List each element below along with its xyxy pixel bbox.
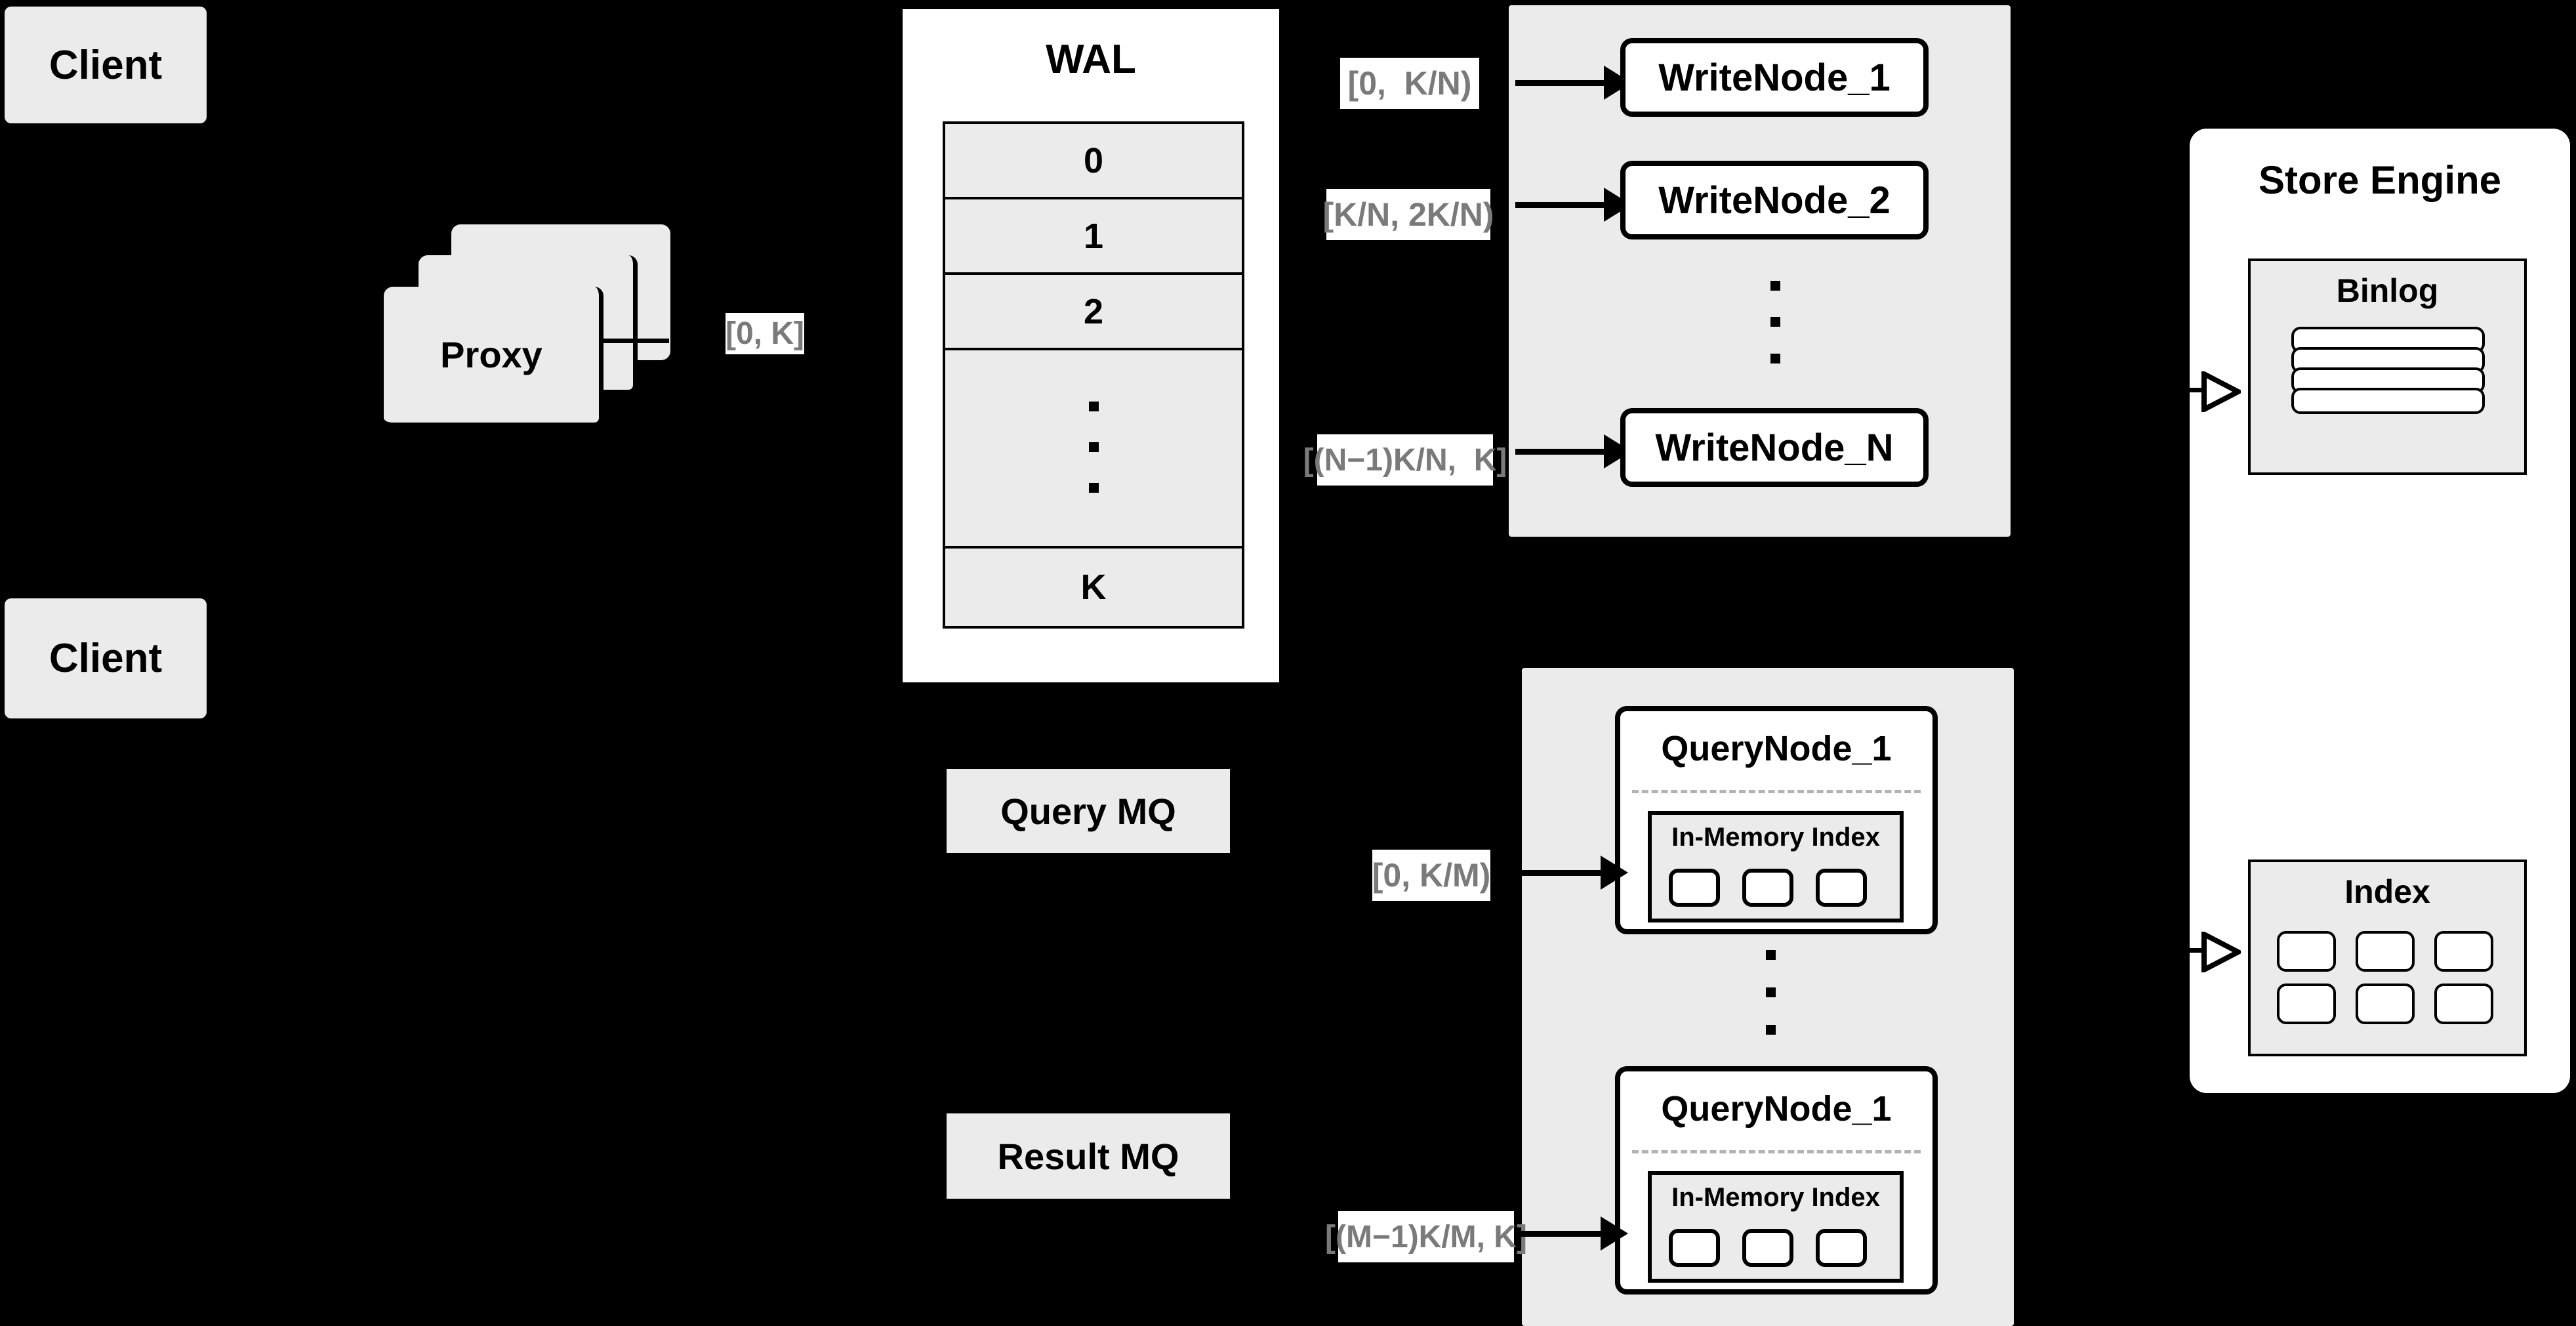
vertical-ellipsis-dot (1089, 483, 1099, 493)
write-node-n-label: WriteNode_N (1655, 426, 1894, 469)
query-mq-label: Query MQ (1000, 790, 1176, 832)
wal-row-ellipsis (945, 350, 1242, 549)
client-box-1[interactable]: Client (5, 7, 207, 123)
query-node-1-title: QueryNode_1 (1661, 729, 1892, 768)
range-chip-write-node-n: [(N−1)K/N, K] (1303, 434, 1507, 486)
query-mq-box[interactable]: Query MQ (947, 769, 1230, 853)
index-cell[interactable] (2434, 931, 2493, 972)
client-label-1: Client (49, 42, 163, 88)
in-memory-index-slot[interactable] (1816, 869, 1867, 907)
arrow-head-binlog-hollow-icon (2201, 371, 2241, 412)
query-node-m-separator (1632, 1150, 1921, 1153)
vertical-ellipsis-dot (1766, 950, 1776, 960)
write-node-1-label: WriteNode_1 (1658, 56, 1891, 99)
wal-row-label: 1 (1083, 216, 1104, 256)
in-memory-index-slot[interactable] (1669, 869, 1720, 907)
wal-row-label: K (1080, 567, 1107, 607)
range-chip-write-node-1: [0, K/N) (1340, 58, 1479, 109)
index-cell[interactable] (2434, 984, 2493, 1024)
query-node-1-separator (1632, 790, 1921, 793)
vertical-ellipsis-dot (1766, 987, 1776, 997)
wal-table: 0 1 2 K (943, 121, 1244, 629)
vertical-ellipsis-dot (1089, 442, 1099, 452)
in-memory-index-slot[interactable] (1742, 869, 1793, 907)
binlog-panel: Binlog (2248, 259, 2527, 475)
wal-row-label: 2 (1083, 291, 1104, 331)
write-node-2-label: WriteNode_2 (1658, 178, 1891, 222)
vertical-ellipsis-dot (1089, 402, 1099, 411)
write-node-1[interactable]: WriteNode_1 (1620, 38, 1929, 117)
client-box-2[interactable]: Client (5, 598, 207, 718)
query-node-1[interactable]: QueryNode_1 In-Memory Index (1615, 706, 1938, 934)
query-node-m-title: QueryNode_1 (1661, 1089, 1892, 1129)
arrow-line-write-node-n (1515, 449, 1604, 455)
range-chip-write-node-2-text: [K/N, 2K/N) (1322, 196, 1494, 233)
index-cell[interactable] (2356, 984, 2415, 1024)
in-memory-index-m: In-Memory Index (1648, 1171, 1904, 1283)
arrow-head-index-hollow-icon (2201, 932, 2241, 972)
arrow-line-index (2177, 948, 2209, 953)
in-memory-index-slot[interactable] (1742, 1229, 1793, 1267)
wal-title: WAL (1046, 37, 1136, 82)
write-node-n[interactable]: WriteNode_N (1620, 408, 1929, 487)
in-memory-index-1: In-Memory Index (1648, 811, 1904, 922)
index-panel: Index (2248, 860, 2527, 1056)
arrow-line-query-node-1 (1515, 870, 1601, 876)
proxy-to-wal-connector (603, 339, 669, 343)
arrow-head-query-node-1 (1601, 856, 1628, 890)
range-chip-proxy-to-wal: [0, K] (726, 313, 804, 354)
binlog-title: Binlog (2336, 272, 2439, 309)
index-cell[interactable] (2277, 931, 2336, 972)
range-chip-write-node-2: [K/N, 2K/N) (1322, 189, 1494, 240)
range-chip-write-node-1-text: [0, K/N) (1347, 65, 1472, 102)
query-node-m[interactable]: QueryNode_1 In-Memory Index (1615, 1066, 1938, 1295)
in-memory-index-1-title: In-Memory Index (1671, 823, 1880, 852)
proxy-label: Proxy (440, 334, 542, 375)
range-chip-query-node-m-text: [(M−1)K/M, K] (1325, 1219, 1527, 1254)
index-cell[interactable] (2277, 984, 2336, 1024)
range-chip-query-node-m: [(M−1)K/M, K] (1325, 1211, 1527, 1262)
range-chip-write-node-n-text: [(N−1)K/N, K] (1303, 442, 1507, 478)
vertical-ellipsis-dot (1770, 281, 1780, 291)
wal-row[interactable]: 0 (945, 124, 1242, 199)
index-cell[interactable] (2356, 931, 2415, 972)
vertical-ellipsis-dot (1770, 354, 1780, 363)
vertical-ellipsis-dot (1766, 1025, 1776, 1035)
arrow-line-query-node-m (1515, 1231, 1601, 1237)
vertical-ellipsis-dot (1770, 317, 1780, 327)
index-title: Index (2344, 873, 2430, 910)
wal-row[interactable]: K (945, 549, 1242, 625)
range-chip-query-node-1: [0, K/M) (1372, 850, 1490, 901)
proxy-box[interactable]: Proxy (384, 287, 603, 427)
wal-row[interactable]: 1 (945, 199, 1242, 275)
range-chip-proxy-to-wal-text: [0, K] (726, 316, 804, 351)
arrow-line-binlog (2177, 388, 2209, 392)
in-memory-index-slot[interactable] (1816, 1229, 1867, 1267)
result-mq-label: Result MQ (997, 1135, 1179, 1177)
wal-row-label: 0 (1083, 140, 1104, 180)
arrow-line-write-node-1 (1515, 80, 1604, 86)
wal-row[interactable]: 2 (945, 275, 1242, 350)
binlog-row[interactable] (2291, 388, 2485, 414)
result-mq-box[interactable]: Result MQ (947, 1113, 1230, 1199)
arrow-line-write-node-2 (1515, 202, 1604, 208)
in-memory-index-slot[interactable] (1669, 1229, 1720, 1267)
in-memory-index-m-title: In-Memory Index (1671, 1183, 1880, 1212)
arrow-head-query-node-m (1601, 1216, 1628, 1251)
write-node-2[interactable]: WriteNode_2 (1620, 161, 1929, 239)
client-label-2: Client (49, 636, 163, 681)
store-engine-title: Store Engine (2258, 158, 2502, 202)
range-chip-query-node-1-text: [0, K/M) (1372, 857, 1491, 894)
